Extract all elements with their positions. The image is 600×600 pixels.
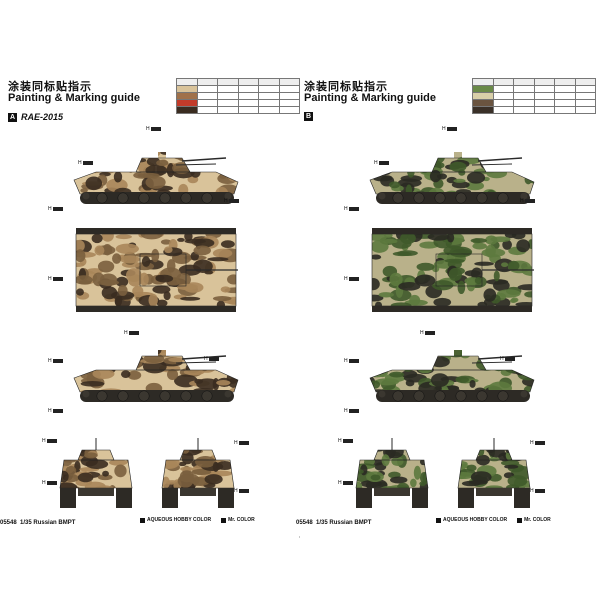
color-swatch <box>176 92 198 100</box>
paint-callout: H <box>48 408 63 414</box>
paint-callout: H <box>374 160 389 166</box>
brand-mark-icon <box>140 517 145 523</box>
paint-callout: H <box>224 198 239 204</box>
sheet-a: 涂装同标贴指示 Painting & Marking guide A RAE-2… <box>0 68 300 536</box>
paint-callout: H <box>78 160 93 166</box>
paint-callout: H <box>520 198 535 204</box>
color-row <box>472 92 596 100</box>
color-table <box>176 78 300 114</box>
paint-callout: H <box>42 480 57 486</box>
paint-callout: H <box>48 276 63 282</box>
paint-callout: H <box>442 126 457 132</box>
color-swatch <box>176 85 198 93</box>
kit-info: 05548 1/35 Russian BMPT <box>296 520 372 526</box>
color-row <box>176 99 300 107</box>
top-view <box>371 228 534 312</box>
front-view <box>59 438 133 508</box>
brand-mark-icon <box>517 517 523 523</box>
side-view <box>73 152 239 204</box>
rear-view <box>161 438 235 508</box>
color-row <box>472 99 596 107</box>
paint-callout: H <box>500 356 515 362</box>
paint-callout: H <box>344 358 359 364</box>
side-view-opposite <box>369 350 535 402</box>
color-swatch <box>472 92 494 100</box>
front-view <box>355 438 429 508</box>
color-row <box>176 85 300 93</box>
title-chinese: 涂装同标贴指示 <box>304 81 388 93</box>
color-row <box>176 106 300 114</box>
color-row <box>472 85 596 93</box>
paint-callout: H <box>146 126 161 132</box>
paint-callout: H <box>124 330 139 336</box>
side-view-opposite <box>73 350 239 402</box>
variant-label: A RAE-2015 <box>8 112 63 122</box>
paint-callout: H <box>338 438 353 444</box>
paint-callout: H <box>530 440 545 446</box>
title-english: Painting & Marking guide <box>8 92 141 104</box>
paint-callout: H <box>420 330 435 336</box>
color-table <box>472 78 596 114</box>
paint-callout: H <box>234 440 249 446</box>
top-view <box>75 228 238 312</box>
paint-callout: H <box>48 206 63 212</box>
paint-callout: H <box>344 276 359 282</box>
color-swatch <box>472 99 494 107</box>
variant-letter: A <box>8 112 17 122</box>
paint-callout: H <box>204 356 219 362</box>
brand-mark-icon <box>436 517 441 523</box>
paint-callout: H <box>530 488 545 494</box>
color-swatch <box>472 106 494 114</box>
color-row <box>472 106 596 114</box>
title-chinese: 涂装同标贴指示 <box>8 81 92 93</box>
kit-info: 05548 1/35 Russian BMPT <box>0 520 76 526</box>
variant-label: B <box>304 112 313 121</box>
paint-callout: H <box>42 438 57 444</box>
variant-name: RAE-2015 <box>21 112 64 122</box>
paint-callout: H <box>234 488 249 494</box>
variant-letter: B <box>304 112 313 121</box>
color-swatch <box>472 85 494 93</box>
paint-brands: AQUEOUS HOBBY COLOR Mr. COLOR <box>436 517 551 523</box>
paint-callout: H <box>338 480 353 486</box>
title-english: Painting & Marking guide <box>304 92 437 104</box>
paint-callout: H <box>48 358 63 364</box>
rear-view <box>457 438 531 508</box>
brand-mark-icon <box>221 517 227 523</box>
color-swatch <box>176 99 198 107</box>
paint-callout: H <box>344 206 359 212</box>
paint-callout: H <box>344 408 359 414</box>
side-view <box>369 152 535 204</box>
sheet-b: 涂装同标贴指示 Painting & Marking guide B H H H… <box>296 68 596 536</box>
paint-brands: AQUEOUS HOBBY COLOR Mr. COLOR <box>140 517 255 523</box>
color-row <box>176 92 300 100</box>
color-swatch <box>176 106 198 114</box>
